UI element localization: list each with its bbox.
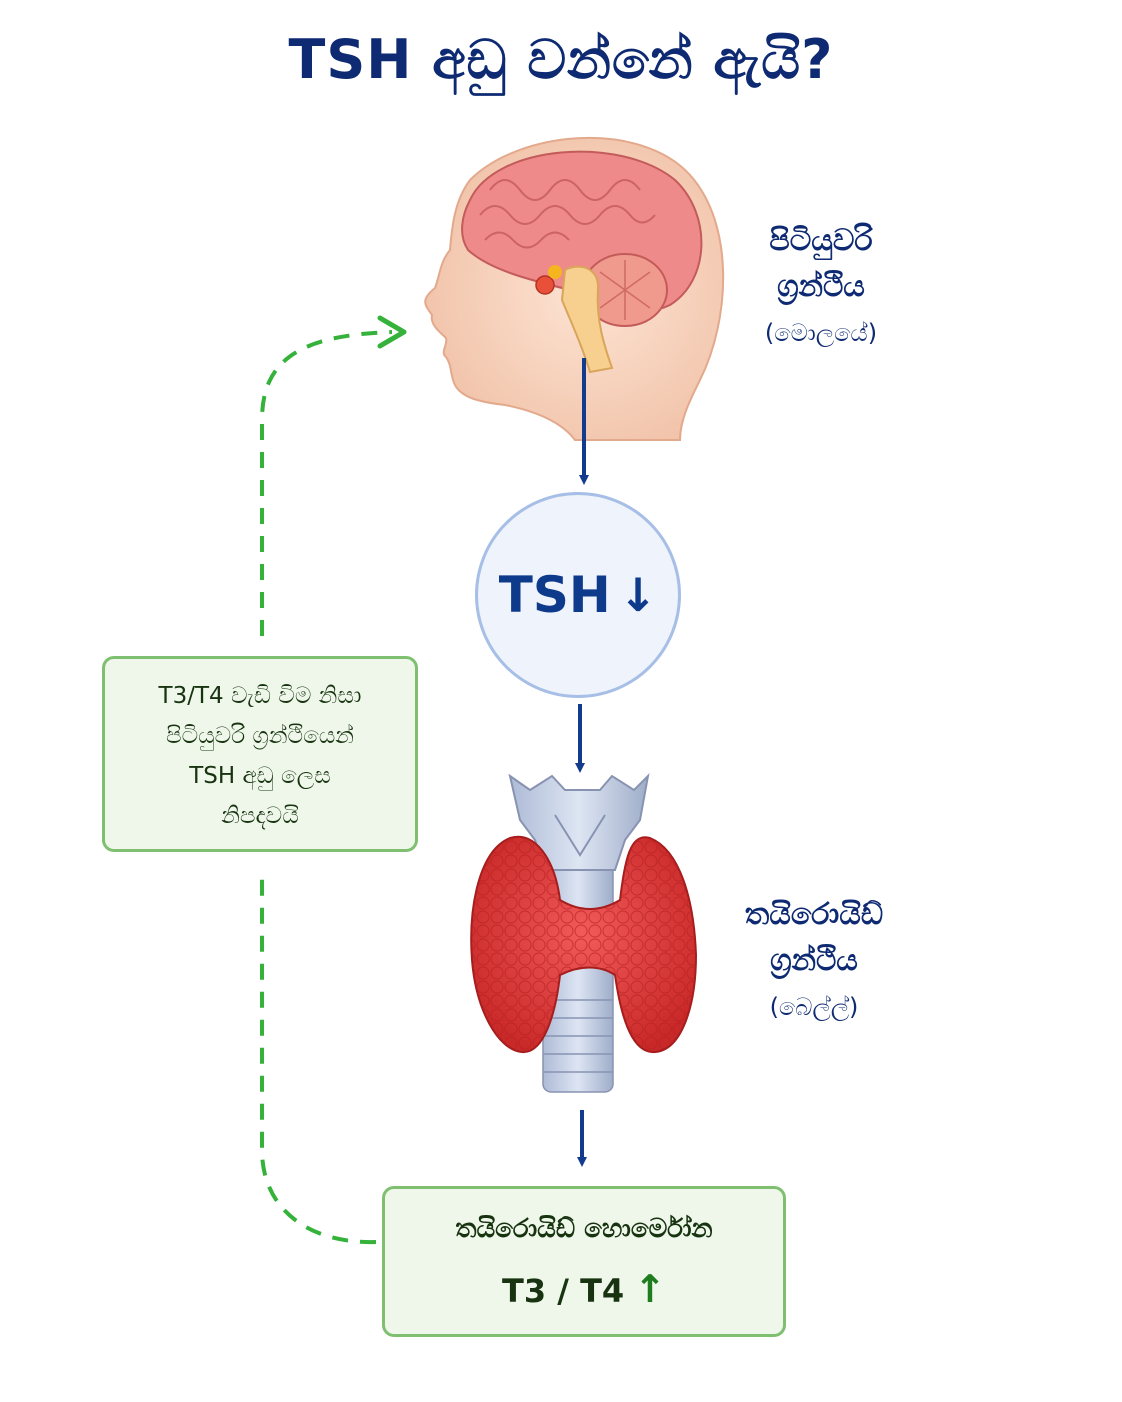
hormone-box: තයිරොයිඩ් හොර්මෝන T3 / T4↑ [382, 1186, 786, 1337]
hormone-value: T3 / T4 [502, 1272, 625, 1310]
head-brain-illustration [424, 136, 725, 441]
pituitary-label-line2: ග්‍රන්ථිය [777, 269, 865, 304]
page-title: TSH අඩු වන්නේ ඇයි? [288, 28, 834, 91]
hormone-title: තයිරොයිඩ් හොර්මෝන [455, 1214, 713, 1244]
thyroid-illustration [470, 773, 698, 1093]
feedback-line3: TSH අඩු ලෙස [189, 763, 331, 789]
pituitary-label-line1: පිටියුවරි [769, 223, 873, 258]
feedback-line2: පිටියුවරි ග්‍රන්ථියෙන් [166, 723, 354, 749]
thyroid-location: (බෙල්ල්) [769, 993, 859, 1021]
thyroid-label: තයිරොයිඩ් ග්‍රන්ථිය (බෙල්ල්) [704, 892, 924, 1030]
feedback-path-upper [260, 330, 393, 636]
feedback-path-lower [260, 868, 377, 1245]
tsh-down-arrow-icon: ↓ [618, 568, 658, 622]
up-arrow-icon: ↑ [634, 1267, 666, 1311]
feedback-arrowhead [377, 315, 407, 349]
feedback-line1: T3/T4 වැඩි විම නිසා [158, 683, 362, 709]
thyroid-label-line1: තයිරොයිඩ් [744, 897, 884, 932]
tsh-circle: TSH ↓ [475, 492, 681, 698]
tsh-label: TSH [498, 566, 611, 624]
thyroid-label-line2: ග්‍රන්ථිය [770, 943, 858, 978]
feedback-line4: නිපදවයි [221, 803, 299, 829]
feedback-box: T3/T4 වැඩි විම නිසා පිටියුවරි ග්‍රන්ථියෙ… [102, 656, 418, 852]
pituitary-location: (මොලයේ) [764, 319, 878, 347]
hormone-value-row: T3 / T4↑ [385, 1261, 783, 1319]
pituitary-label: පිටියුවරි ග්‍රන්ථිය (මොලයේ) [716, 218, 926, 356]
